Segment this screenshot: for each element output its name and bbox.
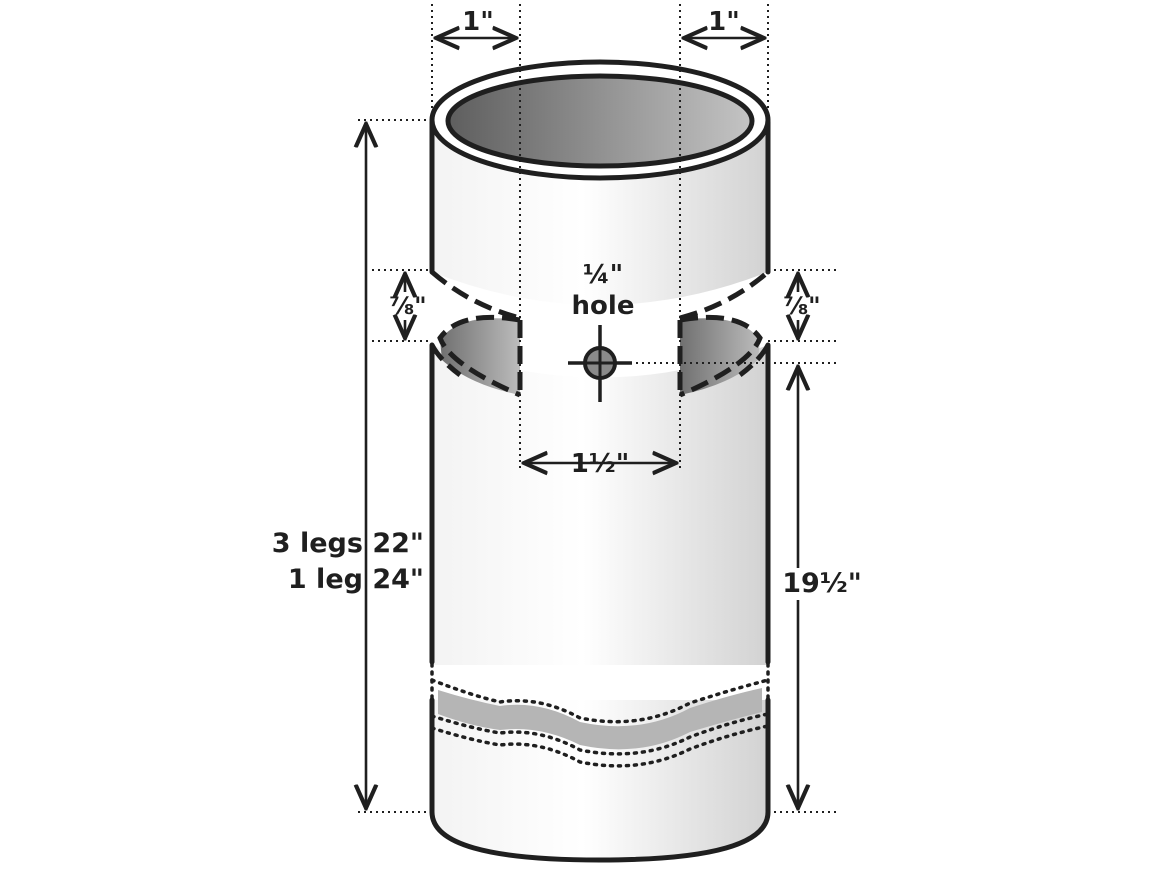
notch-left-slot (440, 318, 520, 395)
label-lower-length-backing (776, 568, 866, 600)
pipe-main-segment (432, 345, 768, 665)
label-lower-length: 19½" (782, 568, 862, 599)
label-notch-left-height: ⅞" (389, 292, 426, 320)
label-notch-spacing: 1½" (571, 449, 630, 479)
label-leg-length-line1: 3 legs 22" (272, 528, 424, 559)
label-top-left-width: 1" (462, 7, 494, 37)
pipe-outline (429, 119, 771, 863)
pipe-rim-inner (445, 73, 755, 169)
label-hole-size: ¼" (583, 260, 623, 290)
notch-right-slot (680, 318, 760, 395)
label-hole-word: hole (572, 291, 635, 321)
hole-crosshair-icon (568, 325, 632, 402)
label-top-right-width: 1" (708, 7, 740, 37)
pipe-break-lines (430, 662, 770, 768)
guide-lines (358, 4, 838, 813)
pipe-break-band (438, 688, 762, 750)
label-leg-length-line2: 1 leg 24" (288, 564, 424, 595)
label-notch-right-height: ⅞" (783, 292, 820, 320)
